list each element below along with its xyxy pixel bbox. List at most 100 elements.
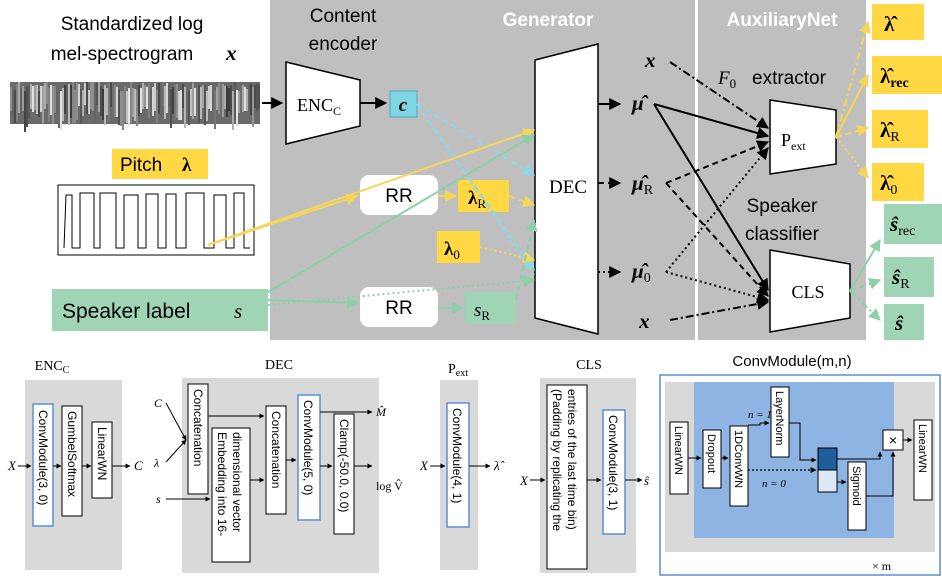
spectrogram-stripe bbox=[62, 88, 64, 121]
enc-gumbel-label: GumbelSoftmax bbox=[65, 411, 79, 497]
dec-arrow-c bbox=[165, 402, 187, 441]
spectrogram-stripe bbox=[148, 83, 150, 118]
dec-out-m: M̂ bbox=[375, 405, 387, 419]
conv-dropout-label: Dropout bbox=[705, 434, 717, 473]
spectrogram-stripe bbox=[124, 86, 126, 122]
f0-label: F0 bbox=[717, 68, 736, 91]
cls-padding-label2: entries of the last time bin) bbox=[565, 389, 579, 530]
lambda-r-box bbox=[458, 180, 509, 212]
spectrogram-stripe bbox=[136, 90, 138, 126]
spectrogram-stripe bbox=[212, 82, 214, 111]
spectrogram-stripe bbox=[178, 91, 180, 120]
spectrogram-stripe bbox=[184, 87, 186, 128]
spectrogram-stripe bbox=[158, 83, 160, 114]
spectrogram-stripe bbox=[20, 88, 22, 113]
enc-linearwn-label: LinearWN bbox=[95, 427, 109, 480]
spectrogram-stripe bbox=[210, 85, 212, 111]
out-s-r: ŝR bbox=[891, 265, 910, 292]
dec-in-s: s bbox=[156, 492, 161, 506]
enc-block bbox=[285, 61, 361, 145]
out-s: ŝ bbox=[894, 311, 904, 335]
pext-block bbox=[769, 99, 837, 175]
out-lambda-0-box bbox=[872, 163, 924, 201]
spectrogram-stripe bbox=[54, 86, 56, 113]
spectrogram-stripe bbox=[198, 85, 200, 123]
spectrogram-stripe bbox=[166, 83, 168, 113]
input-title-line2: mel-spectrogram bbox=[51, 44, 194, 65]
spectrogram-stripe bbox=[144, 85, 146, 107]
cls-detail-in: X bbox=[519, 473, 529, 488]
spectrogram-stripe bbox=[112, 82, 114, 116]
spectrogram-stripe bbox=[12, 86, 14, 118]
out-s-rec-box bbox=[884, 204, 942, 244]
spectrogram-stripe bbox=[66, 85, 68, 120]
spectrogram-stripe bbox=[256, 83, 258, 111]
conv-sigmoid-label: Sigmoid bbox=[850, 466, 862, 506]
enc-linearwn-box bbox=[91, 421, 113, 499]
spectrogram-stripe bbox=[170, 89, 172, 128]
spectrogram-stripe bbox=[232, 91, 234, 130]
dec-concat1-label: Concatenation bbox=[191, 389, 205, 466]
dec-in-lambda: λ bbox=[153, 456, 159, 470]
spectrogram-stripe bbox=[56, 89, 58, 113]
cls-block bbox=[769, 249, 851, 333]
dec-convmodule-box bbox=[297, 394, 321, 521]
conv-1dconv-label: 1DConvWN bbox=[732, 430, 744, 488]
spectrogram-stripe bbox=[40, 86, 42, 112]
aux-input-arrows bbox=[653, 61, 770, 321]
spectrogram-stripe bbox=[92, 82, 94, 111]
spectrogram-stripe bbox=[250, 84, 252, 115]
pext-output-arrows bbox=[835, 20, 871, 179]
spectrogram-stripe bbox=[28, 86, 30, 119]
cls-detail-out: ŝ bbox=[644, 473, 650, 488]
speaker-classifier-line2: classifier bbox=[745, 224, 820, 245]
cls-detail-title: CLS bbox=[576, 358, 602, 373]
pitch-contour-line bbox=[63, 192, 250, 249]
spectrogram-stripe bbox=[230, 85, 232, 115]
spectrogram-stripe bbox=[194, 88, 196, 116]
spectrogram-stripe bbox=[38, 91, 40, 117]
enc-detail-out: C bbox=[134, 458, 143, 473]
spectrogram-stripe bbox=[118, 90, 120, 125]
spectrogram-stripe bbox=[98, 82, 100, 112]
spectrogram-stripe bbox=[26, 86, 28, 127]
out-lambda-rec-box bbox=[872, 56, 942, 94]
out-s-r-box bbox=[884, 257, 934, 297]
spectrogram-stripe bbox=[138, 85, 140, 116]
c-box bbox=[389, 90, 418, 118]
spectrogram-stripe bbox=[122, 91, 124, 130]
input-title-line1: Standardized log bbox=[61, 14, 204, 35]
spectrogram-stripe bbox=[44, 83, 46, 109]
enc-detail-in: X bbox=[7, 458, 17, 473]
spectrogram-stripe bbox=[222, 84, 224, 117]
content-encoder-line2: encoder bbox=[309, 34, 378, 55]
spectrogram-stripe bbox=[228, 88, 230, 111]
spectrogram-stripe bbox=[224, 86, 226, 109]
spectrogram-stripe bbox=[160, 86, 162, 118]
cls-padding-box bbox=[546, 384, 588, 570]
dec-block bbox=[534, 43, 599, 335]
spectrogram-stripe bbox=[70, 85, 72, 118]
generator-arrows bbox=[207, 103, 538, 314]
conv-split-bottom bbox=[817, 469, 838, 493]
lambda-0-symbol: λ0 bbox=[444, 239, 460, 262]
spectrogram-stripe bbox=[58, 89, 60, 128]
input-symbol: x bbox=[225, 41, 237, 65]
spectrogram-stripe bbox=[96, 83, 98, 105]
spectrogram-stripe bbox=[24, 91, 26, 132]
out-lambda-r-box bbox=[872, 110, 928, 148]
dec-clamp-label: Clamp(-50.0, 0.0) bbox=[337, 419, 351, 512]
spectrogram-stripe bbox=[126, 91, 128, 123]
spectrogram-stripe bbox=[72, 82, 74, 123]
conv-layernorm-box bbox=[770, 386, 790, 458]
spectrogram-stripe bbox=[134, 89, 136, 121]
spectrogram-stripe bbox=[52, 86, 54, 124]
spectrogram-stripe bbox=[104, 85, 106, 125]
conv-linearwn2-label: LinearWN bbox=[916, 424, 928, 473]
spectrogram-stripe bbox=[208, 86, 210, 109]
speaker-classifier-line1: Speaker bbox=[747, 196, 818, 217]
spectrogram-stripe bbox=[168, 85, 170, 107]
spectrogram-stripe bbox=[16, 84, 18, 121]
spectrogram-stripe bbox=[154, 83, 156, 111]
